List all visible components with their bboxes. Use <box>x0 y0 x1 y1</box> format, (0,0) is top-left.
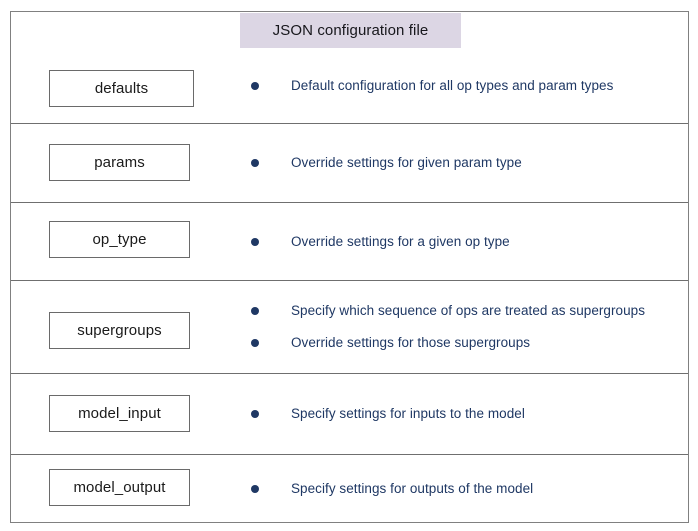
list-item: Specify which sequence of ops are treate… <box>240 302 688 320</box>
description-text: Specify settings for inputs to the model <box>291 406 525 421</box>
description-text: Override settings for those supergroups <box>291 335 531 350</box>
key-label: model_input <box>78 405 161 422</box>
description-list: Specify settings for outputs of the mode… <box>240 455 688 522</box>
description-list: Override settings for given param type <box>240 124 688 202</box>
bullet-icon <box>251 484 259 493</box>
bullet-icon <box>251 237 259 246</box>
key-box-model-output: model_output <box>49 469 190 506</box>
table-row: op_type Override settings for a given op… <box>11 203 688 281</box>
key-box-supergroups: supergroups <box>49 312 190 349</box>
description-text: Specify settings for outputs of the mode… <box>291 480 534 496</box>
description-list: Specify settings for inputs to the model <box>240 374 688 454</box>
list-item: Override settings for given param type <box>240 154 688 172</box>
description-list: Specify which sequence of ops are treate… <box>240 281 688 373</box>
key-box-model-input: model_input <box>49 395 190 432</box>
diagram-outer-frame <box>10 11 689 523</box>
list-item: Default configuration for all op types a… <box>240 77 688 95</box>
table-row: model_output Specify settings for output… <box>11 455 688 522</box>
bullet-icon <box>251 159 259 167</box>
description-text: Override settings for a given op type <box>291 233 510 249</box>
key-label: op_type <box>92 231 147 248</box>
description-list: Override settings for a given op type <box>240 203 688 280</box>
table-row: defaults Default configuration for all o… <box>11 48 688 124</box>
table-row: supergroups Specify which sequence of op… <box>11 281 688 374</box>
table-row: model_input Specify settings for inputs … <box>11 374 688 455</box>
bullet-icon <box>251 307 259 315</box>
key-label: model_output <box>73 479 166 496</box>
description-text: Specify which sequence of ops are treate… <box>291 303 646 318</box>
description-text: Default configuration for all op types a… <box>291 77 614 93</box>
bullet-icon <box>251 410 259 418</box>
bullet-icon <box>251 81 259 90</box>
list-item: Override settings for a given op type <box>240 233 688 251</box>
diagram-title-label: JSON configuration file <box>272 22 429 39</box>
list-item: Specify settings for outputs of the mode… <box>240 480 688 498</box>
key-box-params: params <box>49 144 190 181</box>
key-box-defaults: defaults <box>49 70 194 107</box>
key-label: supergroups <box>77 322 162 339</box>
bullet-icon <box>251 339 259 347</box>
key-label: params <box>94 154 145 171</box>
key-box-op-type: op_type <box>49 221 190 258</box>
table-row: params Override settings for given param… <box>11 124 688 203</box>
description-text: Override settings for given param type <box>291 155 522 170</box>
description-list: Default configuration for all op types a… <box>240 48 688 123</box>
list-item: Override settings for those supergroups <box>240 334 688 352</box>
list-item: Specify settings for inputs to the model <box>240 405 688 423</box>
diagram-title-box: JSON configuration file <box>240 13 461 48</box>
key-label: defaults <box>94 80 149 97</box>
